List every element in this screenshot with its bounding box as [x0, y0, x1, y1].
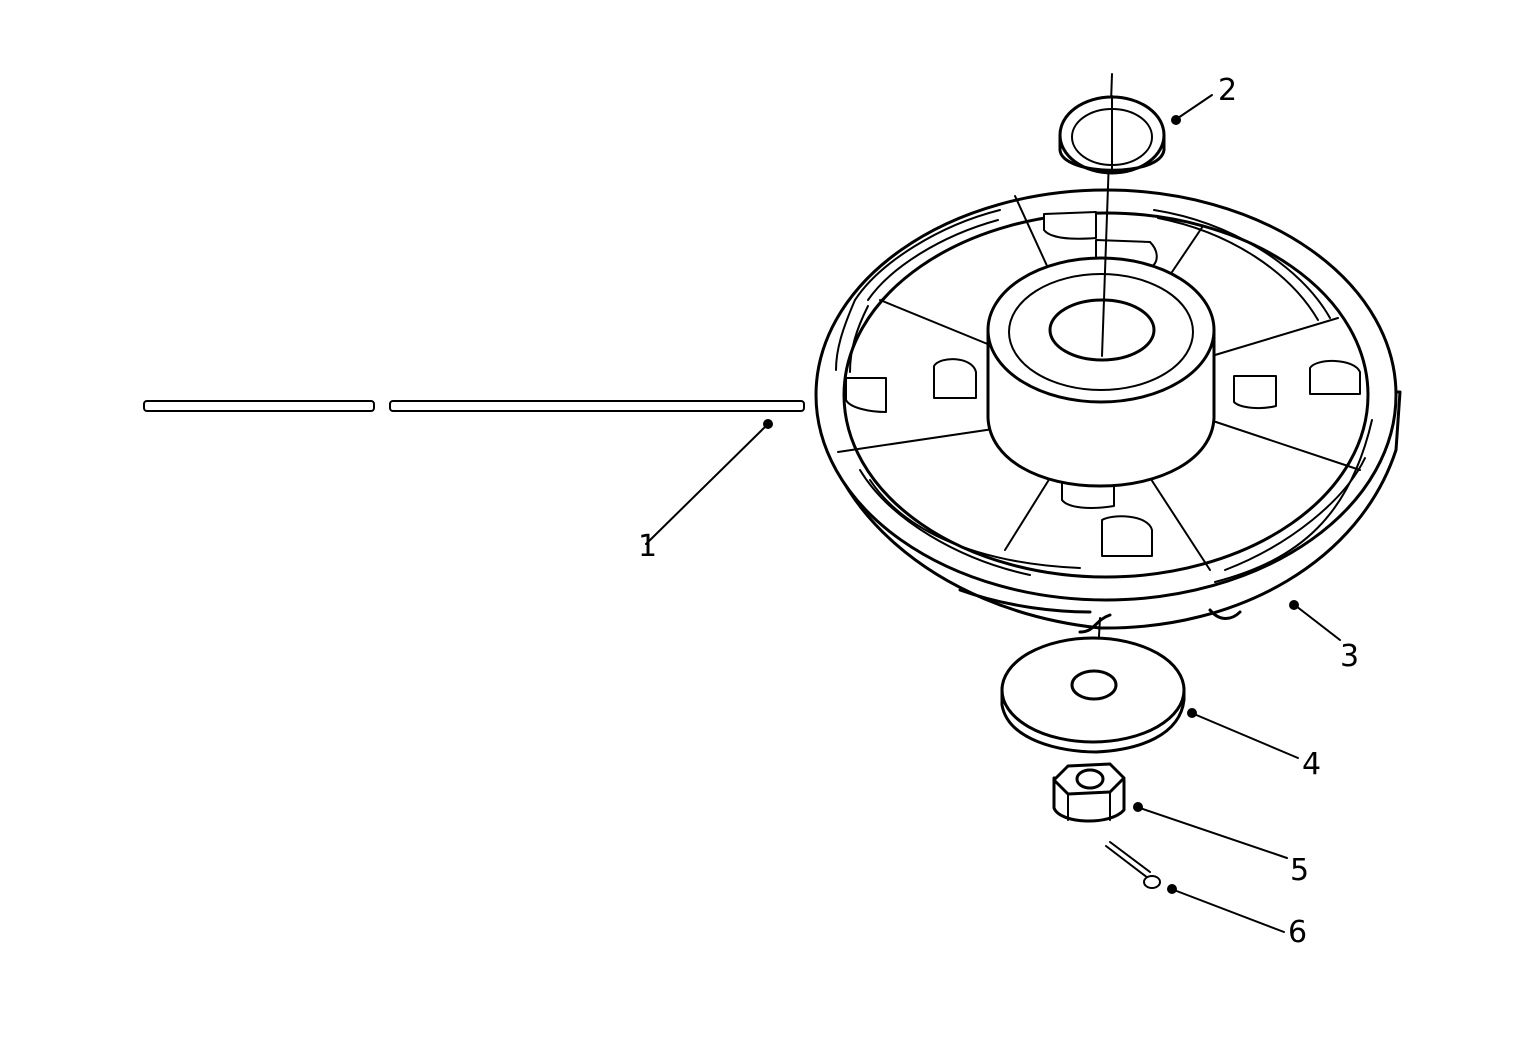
leader-dot-5: [1133, 802, 1143, 812]
part-4-washer: [1000, 636, 1186, 754]
leader-dot-2: [1171, 115, 1181, 125]
callout-6: 6: [1288, 915, 1307, 950]
part-3-head: [814, 188, 1402, 634]
leader-dot-6: [1167, 884, 1177, 894]
part-6-pin: [1105, 841, 1161, 889]
callout-5: 5: [1290, 853, 1309, 888]
part-5-nut: [1052, 762, 1126, 823]
leader-dot-4: [1187, 708, 1197, 718]
callout-4: 4: [1302, 747, 1321, 782]
callout-2: 2: [1218, 73, 1237, 108]
leader-dot-3: [1289, 600, 1299, 610]
callout-labels: 1 2 3 4 5 6: [638, 73, 1359, 950]
leader-dot-1: [763, 419, 773, 429]
part-2-bushing: [1058, 95, 1166, 175]
part-1-line: [143, 400, 805, 412]
callout-1: 1: [638, 529, 657, 564]
leader-lines: [645, 94, 1341, 933]
callout-3: 3: [1340, 639, 1359, 674]
